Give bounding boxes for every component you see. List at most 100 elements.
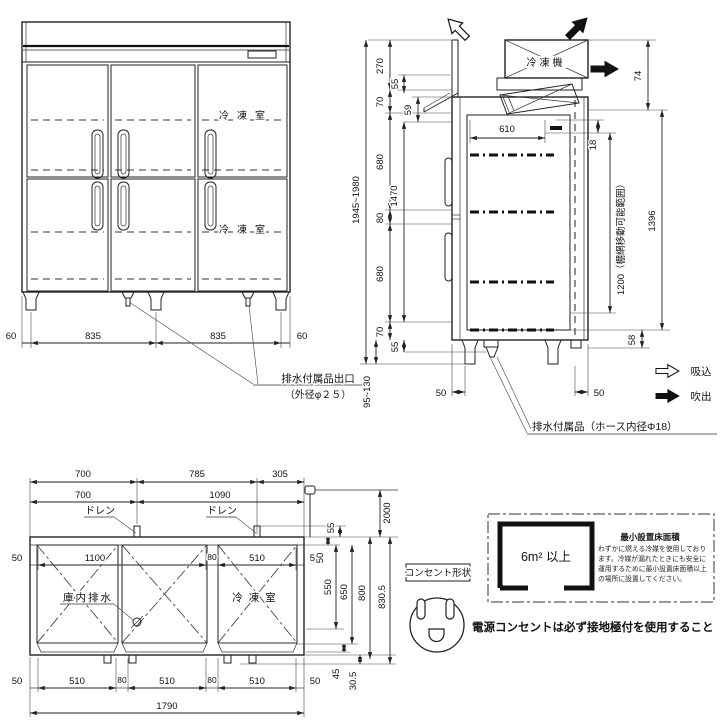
- dim-50-bottom-right: 50: [310, 676, 321, 687]
- side-legs: [461, 339, 582, 365]
- dim-550: 550: [323, 579, 334, 595]
- drain-note-line1: 排水付属品出口: [281, 372, 355, 385]
- dim-50-right: 50: [594, 388, 605, 399]
- front-feet: [22, 291, 290, 311]
- plan-dimensions: 700 785 305 700 1090 ドレン ドレン 50 1100 80 …: [10, 468, 398, 717]
- dim-50-inner-right: 50: [310, 553, 321, 564]
- side-interior: [466, 114, 571, 331]
- outlet-shape-label: コンセント形状: [405, 567, 472, 579]
- dim-50-bottom-left: 50: [12, 676, 23, 687]
- drain-note-line2: （外径φ２５）: [285, 388, 351, 401]
- dim-1396: 1396: [647, 210, 658, 231]
- dim-50-left: 50: [436, 388, 447, 399]
- dim-total-width: 1790: [156, 701, 177, 712]
- dim-785: 785: [189, 469, 205, 480]
- plan-cabinet-outline: [29, 536, 305, 656]
- dim-55-rear: 55: [326, 523, 337, 534]
- freezer-label-top: 冷凍室: [219, 109, 273, 122]
- dim-70-bottom: 70: [375, 327, 386, 338]
- dim-510-c: 510: [249, 676, 265, 687]
- shelves: [470, 126, 562, 332]
- min-floor-area-section: 6m² 以上 最小設置床面積 わずかに燃える冷媒を使用しております。冷媒が漏れた…: [487, 513, 715, 603]
- dim-50-inner-left: 50: [12, 553, 23, 564]
- front-view: 冷凍室 冷凍室 60 835 835 60: [4, 21, 366, 403]
- airflow-legend: 吸込 吹出: [655, 363, 713, 405]
- front-doors: 冷凍室 冷凍室: [26, 64, 288, 292]
- outlet-icon: [409, 597, 465, 653]
- dim-80: 80: [375, 213, 386, 224]
- dim-front-span2: 835: [210, 331, 226, 342]
- dim-1100: 1100: [85, 553, 105, 564]
- dim-2000: 2000: [382, 502, 393, 523]
- drain-outlet-fittings: [121, 291, 255, 307]
- door-handles: [91, 129, 217, 231]
- dim-650: 650: [339, 584, 350, 600]
- min-area-body: わずかに燃える冷媒を使用しております。冷媒が漏れたときにも安全に運用するために最…: [598, 546, 707, 583]
- dim-270: 270: [375, 58, 386, 74]
- dim-1470: 1470: [389, 185, 400, 206]
- side-handle-lower: [444, 232, 453, 282]
- dim-80-b: 80: [207, 675, 217, 685]
- side-dimensions: 1945~1980 270 70 680 80 680 70 55 1470 5…: [350, 39, 670, 409]
- dim-59: 59: [403, 105, 414, 116]
- blowout-arrow-top-icon: [564, 17, 588, 41]
- interior-drain-point: [132, 617, 142, 627]
- suction-arrow-icon: [447, 18, 471, 42]
- dim-74: 74: [633, 71, 644, 82]
- power-plug-icon: [304, 485, 316, 495]
- side-drain-fitting: [483, 339, 499, 348]
- legend-suction-icon: [655, 363, 680, 379]
- dim-305: 305: [272, 469, 288, 480]
- side-drain-note: 排水付属品（ホース内径Φ18）: [489, 356, 717, 435]
- ground-note: 電源コンセントは必ず接地極付を使用すること: [472, 620, 714, 634]
- dim-55-top: 55: [390, 79, 401, 90]
- side-handle-upper: [444, 157, 453, 207]
- controller-panel: [247, 50, 277, 59]
- dim-55-bottom: 55: [390, 342, 401, 353]
- outlet-section: コンセント形状 電源コンセントは必ず接地極付を使用すること: [403, 563, 715, 653]
- plan-drain-spout-1: [133, 525, 141, 538]
- dim-830-5: 830.5: [377, 585, 388, 609]
- dim-front-right: 60: [297, 331, 308, 342]
- dim-front-span1: 835: [85, 331, 101, 342]
- blowout-arrow-right-icon: [590, 60, 620, 78]
- legend-blow-icon: [655, 388, 680, 404]
- dim-610: 610: [499, 124, 515, 135]
- condenser-label: 冷凍機: [527, 56, 566, 69]
- min-area-body-wrap: わずかに燃える冷媒を使用しております。冷媒が漏れたときにも安全に運用するために最…: [598, 546, 707, 583]
- dim-45: 45: [331, 669, 342, 680]
- dim-700a: 700: [75, 469, 91, 480]
- dim-18: 18: [588, 140, 599, 151]
- dim-510-inner: 510: [249, 553, 265, 564]
- plan-freezer-label: 冷凍室: [232, 591, 282, 604]
- plan-drain-label-1: ドレン: [85, 506, 115, 517]
- dim-800: 800: [357, 585, 368, 601]
- min-area-value: 6m² 以上: [521, 550, 571, 564]
- dim-58: 58: [627, 335, 638, 346]
- dim-overall-height: 1945~1980: [351, 176, 362, 224]
- front-drain-note: 排水付属品出口 （外径φ２５）: [128, 301, 366, 403]
- dim-50-rear: 50: [315, 553, 326, 564]
- plan-labels: 庫内排水 冷凍室: [60, 590, 282, 629]
- dim-70-top: 70: [375, 97, 386, 108]
- legend-suction-label: 吸込: [691, 366, 712, 378]
- min-area-title: 最小設置床面積: [620, 532, 680, 542]
- dim-510-a: 510: [69, 676, 85, 687]
- dim-80-a: 80: [117, 675, 127, 685]
- dim-front-left: 60: [6, 331, 17, 342]
- plan-drain-label-2: ドレン: [207, 506, 237, 517]
- plan-view: 700 785 305 700 1090 ドレン ドレン 50 1100 80 …: [10, 468, 398, 717]
- room-outline: [497, 521, 595, 591]
- side-view: 冷凍機: [350, 17, 717, 435]
- freezer-label-bottom: 冷凍室: [219, 223, 273, 236]
- condensing-unit: 冷凍機: [423, 39, 589, 115]
- side-drain-note-label: 排水付属品（ホース内径Φ18）: [532, 420, 678, 433]
- dim-510-b: 510: [159, 676, 175, 687]
- dim-shelf-range: 1200（棚網移動可能範囲）: [615, 179, 627, 295]
- front-dimensions: 60 835 835 60: [4, 296, 309, 348]
- dim-680-upper: 680: [375, 154, 386, 170]
- dim-leg-height: 95~130: [362, 376, 373, 408]
- dim-680-lower: 680: [375, 266, 386, 282]
